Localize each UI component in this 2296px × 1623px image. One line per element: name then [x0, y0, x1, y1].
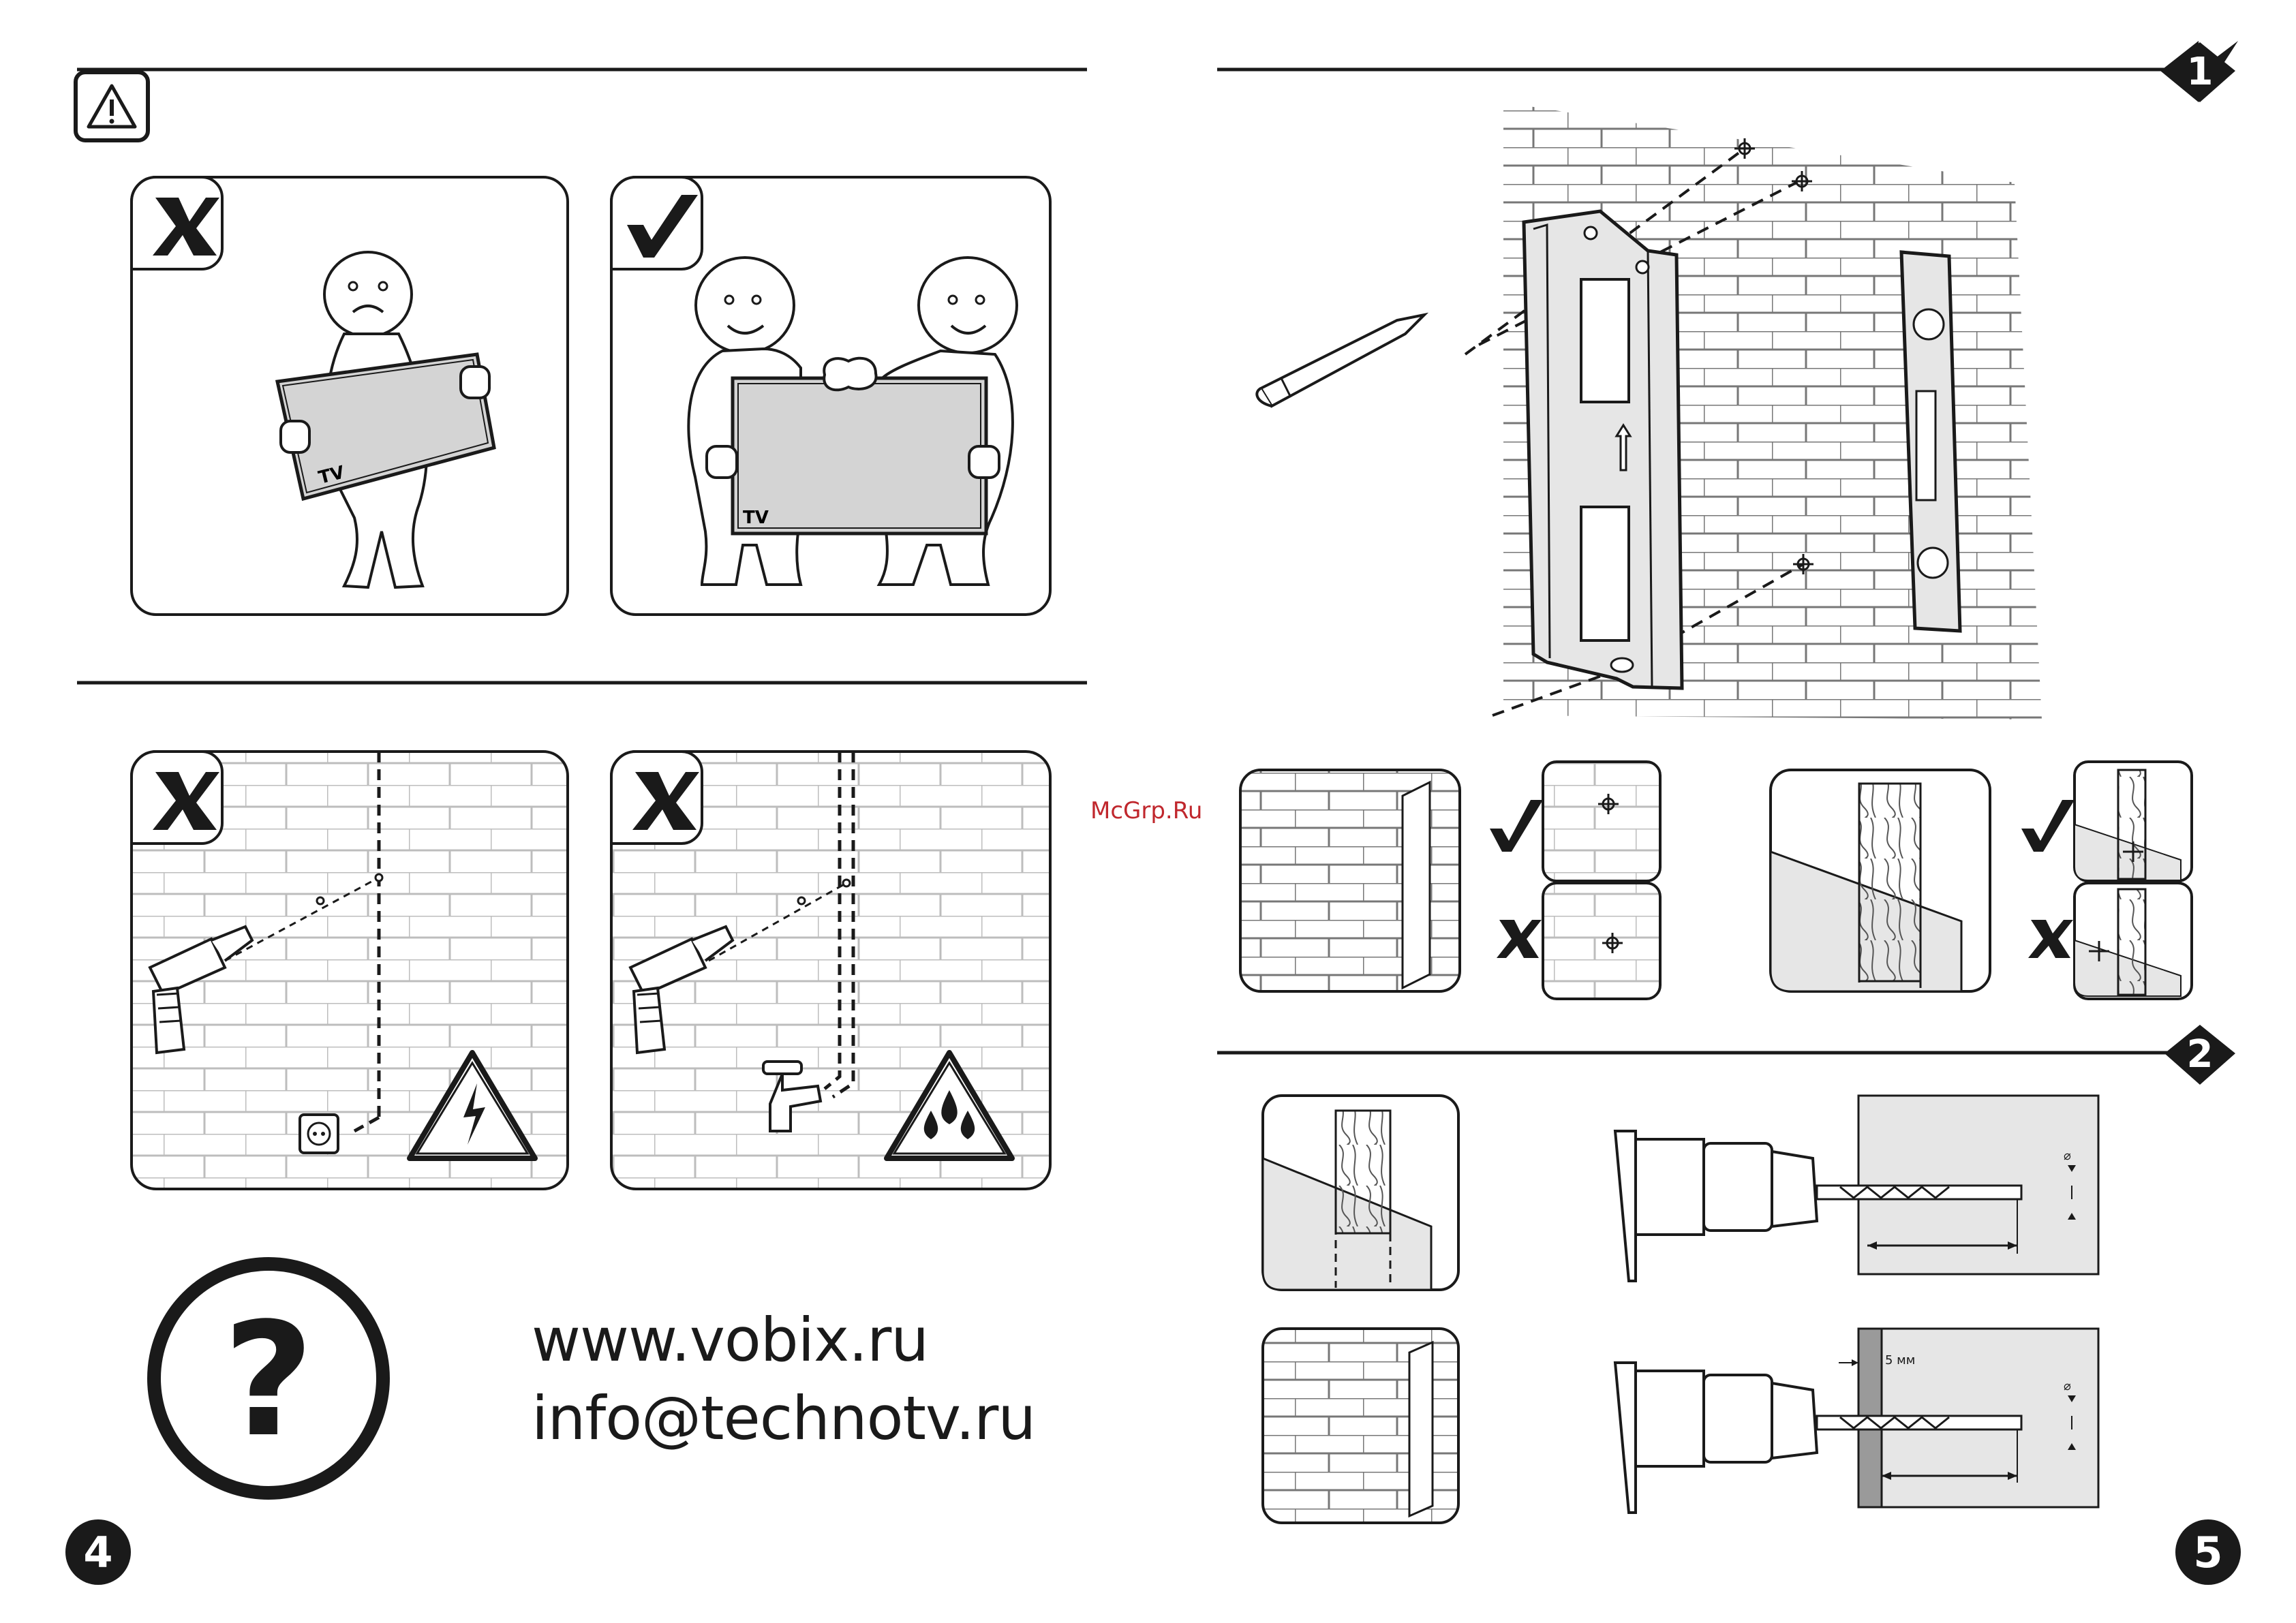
- website-link[interactable]: www.vobix.ru: [532, 1305, 928, 1375]
- cross-mark-icon: [2028, 920, 2073, 958]
- check-mark-icon: [2021, 800, 2075, 852]
- step-1-number: 1: [2187, 50, 2214, 94]
- panel-drilling-near-cable: [132, 752, 568, 1189]
- step-2-number: 2: [2187, 1032, 2214, 1077]
- wall-thumb-wood: [1263, 1096, 1458, 1290]
- wall-type-check-wood: [1771, 762, 2192, 999]
- drill-depth-detail-wood: [1615, 1096, 2098, 1281]
- power-socket-icon: [300, 1115, 338, 1153]
- watermark: McGrp.Ru: [1090, 797, 1202, 824]
- tv-label: TV: [743, 508, 769, 528]
- check-mark-badge: [611, 177, 702, 269]
- warning-triangle-icon: [76, 72, 148, 140]
- wall-bracket: [1524, 211, 1682, 688]
- question-mark-icon: ?: [154, 1264, 383, 1493]
- diameter-symbol: ⌀: [2064, 1379, 2071, 1393]
- wall-thumb-brick: [1263, 1329, 1458, 1523]
- panel-drilling-near-pipe: [611, 752, 1050, 1189]
- cross-mark-icon: [1497, 920, 1542, 958]
- page-number-right: 5: [2175, 1519, 2241, 1585]
- drill-depth-detail-brick: [1615, 1329, 2098, 1513]
- drill-offset-label: 5 мм: [1885, 1353, 1915, 1367]
- page-number-left: 4: [65, 1519, 131, 1585]
- pencil: [1257, 315, 1424, 406]
- panel-two-people-right: [611, 177, 1050, 615]
- diameter-symbol: ⌀: [2064, 1149, 2071, 1163]
- tv-screen: [733, 378, 986, 534]
- email-link[interactable]: info@technotv.ru: [532, 1383, 1035, 1453]
- svg-text:?: ?: [223, 1290, 313, 1472]
- panel-one-person-wrong: [132, 177, 568, 615]
- step1-wall-illustration: [1257, 102, 2042, 720]
- check-mark-icon: [1490, 800, 1543, 852]
- sad-face: [324, 252, 412, 337]
- wall-type-check-brick: [1240, 762, 1660, 999]
